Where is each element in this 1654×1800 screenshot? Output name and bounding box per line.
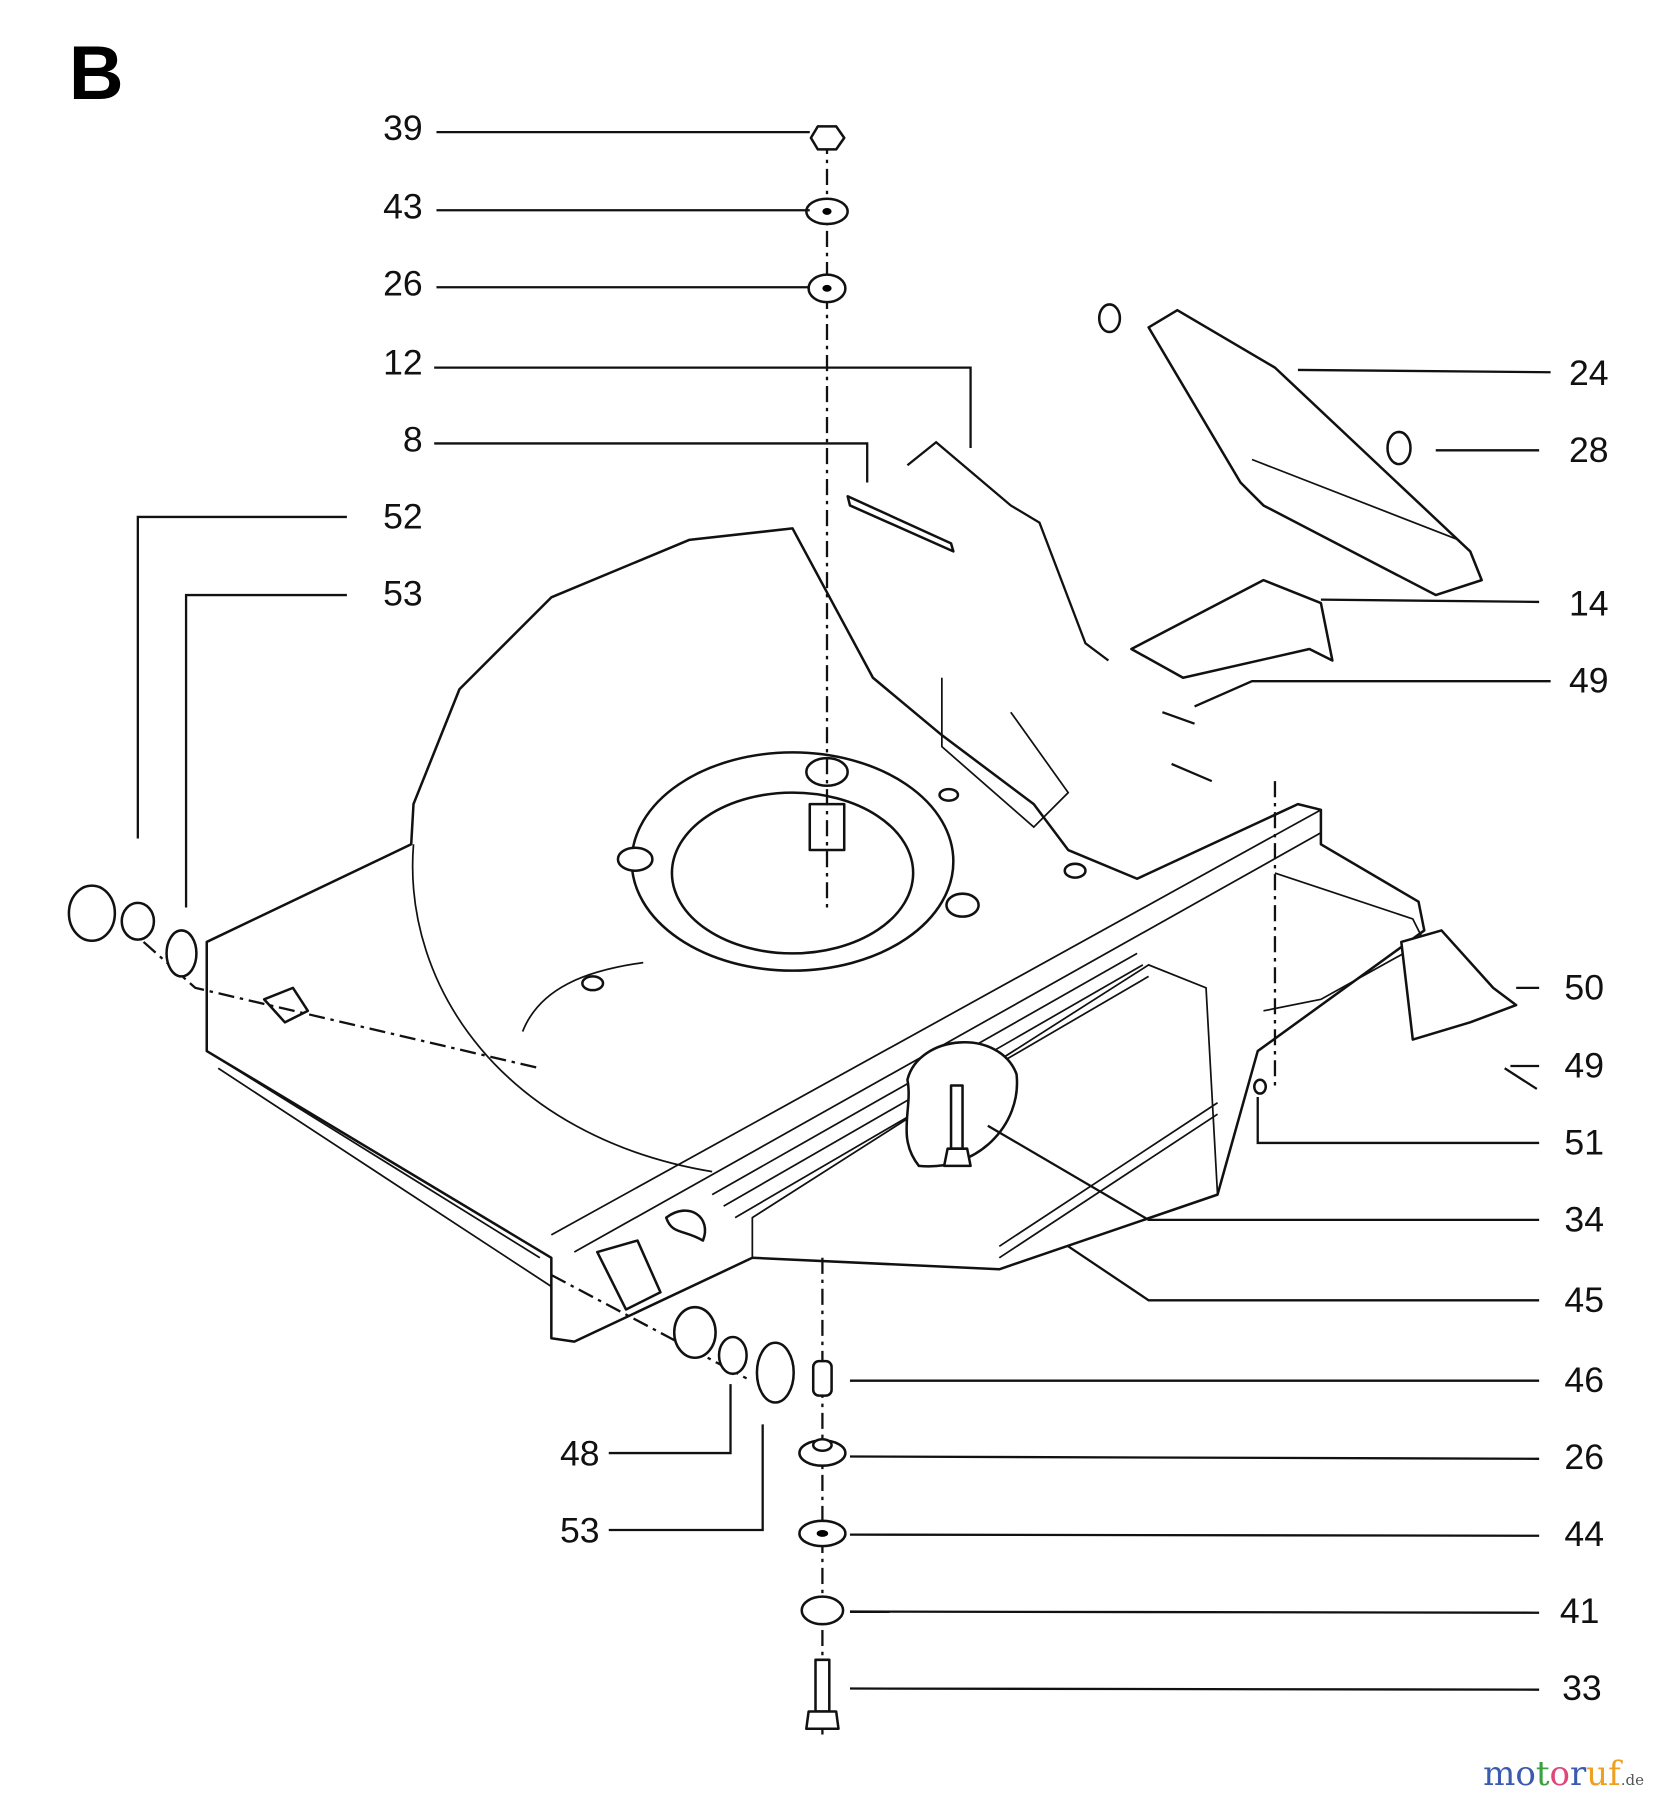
part-number: 28 xyxy=(1569,430,1609,470)
callout-14: 14 xyxy=(1320,584,1609,624)
callout-53: 53 xyxy=(184,573,423,908)
part-number: 45 xyxy=(1564,1280,1604,1320)
part-number: 8 xyxy=(403,419,423,459)
leader-line xyxy=(434,366,972,449)
callout-49: 49 xyxy=(1510,1045,1604,1085)
part-number: 43 xyxy=(383,186,423,226)
part-number: 51 xyxy=(1564,1122,1604,1162)
part-number: 50 xyxy=(1564,967,1604,1007)
callout-28: 28 xyxy=(1435,430,1609,470)
leader-line xyxy=(184,593,347,908)
watermark-letter: o xyxy=(1549,1754,1570,1794)
callout-12: 12 xyxy=(383,343,972,449)
part-number: 48 xyxy=(560,1434,600,1474)
part-number: 39 xyxy=(383,108,423,148)
part-number: 26 xyxy=(1564,1437,1604,1477)
callout-51: 51 xyxy=(1256,1096,1604,1162)
callout-44: 44 xyxy=(849,1514,1604,1554)
callout-24: 24 xyxy=(1297,353,1609,393)
part-number: 44 xyxy=(1564,1514,1604,1554)
callout-50: 50 xyxy=(1516,967,1604,1007)
callout-53: 53 xyxy=(560,1424,764,1551)
watermark-letter: f xyxy=(1608,1754,1621,1794)
part-number: 49 xyxy=(1569,661,1609,701)
leader-line xyxy=(1067,1245,1540,1302)
callout-39: 39 xyxy=(383,108,810,148)
callout-52: 52 xyxy=(136,496,423,839)
part-number: 24 xyxy=(1569,353,1609,393)
part-number: 33 xyxy=(1562,1668,1602,1708)
part-number: 49 xyxy=(1564,1045,1604,1085)
callout-8: 8 xyxy=(403,419,869,483)
callout-34: 34 xyxy=(987,1124,1604,1239)
leader-line xyxy=(1297,368,1551,374)
motoruf-watermark: motoruf.de xyxy=(1483,1754,1644,1794)
callout-26: 26 xyxy=(383,263,810,303)
mower-deck xyxy=(205,527,1426,1343)
part-number: 53 xyxy=(383,573,423,613)
watermark-letter: m xyxy=(1483,1754,1516,1794)
watermark-letter: o xyxy=(1515,1754,1536,1794)
callout-labels: 39 43 26 12 8 52 53 24 28 14 49 50 49 51 34 45 46 26 44 41 3… xyxy=(136,108,1609,1708)
part-number: 52 xyxy=(383,496,423,536)
watermark-letter: t xyxy=(1535,1754,1550,1794)
watermark-letter: u xyxy=(1586,1754,1609,1794)
leader-line xyxy=(608,1424,764,1532)
part-number: 53 xyxy=(560,1511,600,1551)
leader-line xyxy=(434,442,869,483)
leader-line xyxy=(1320,598,1540,604)
section-letter: B xyxy=(69,31,124,116)
leader-line xyxy=(136,515,347,839)
leader-line xyxy=(849,1687,1540,1691)
callout-45: 45 xyxy=(1067,1245,1604,1320)
callout-43: 43 xyxy=(383,186,810,226)
hardware-stack xyxy=(67,125,1277,1735)
callout-26: 26 xyxy=(849,1437,1604,1477)
leader-line xyxy=(849,1610,1540,1614)
leader-line xyxy=(608,1384,732,1455)
part-number: 14 xyxy=(1569,584,1609,624)
callout-41: 41 xyxy=(849,1591,1600,1631)
part-number: 41 xyxy=(1560,1591,1600,1631)
leader-line xyxy=(1194,680,1551,708)
leader-line xyxy=(987,1124,1540,1222)
watermark-suffix: .de xyxy=(1620,1771,1644,1789)
part-number: 34 xyxy=(1564,1199,1604,1239)
rear-flap-assembly xyxy=(846,303,1538,1095)
part-number: 46 xyxy=(1564,1360,1604,1400)
callout-48: 48 xyxy=(560,1384,732,1474)
leader-line xyxy=(849,1455,1540,1460)
callout-46: 46 xyxy=(849,1360,1604,1400)
watermark-letter: r xyxy=(1569,1754,1587,1794)
leader-line xyxy=(1256,1096,1540,1145)
callout-49: 49 xyxy=(1194,661,1609,708)
callout-33: 33 xyxy=(849,1668,1602,1708)
leader-line xyxy=(849,1533,1540,1537)
part-number: 12 xyxy=(383,343,423,383)
part-number: 26 xyxy=(383,263,423,303)
